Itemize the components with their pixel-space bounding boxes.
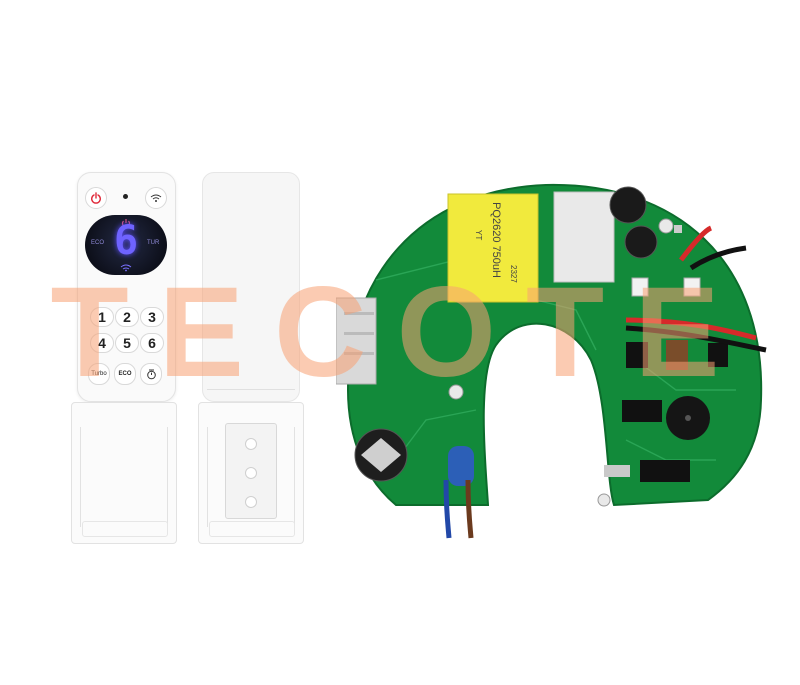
key-2[interactable]: 2 <box>115 307 139 327</box>
timer-icon <box>146 369 156 379</box>
connector-1 <box>631 277 649 297</box>
rf-module <box>640 460 690 482</box>
wire-black-mid <box>625 325 767 353</box>
crystal <box>604 465 630 477</box>
ic-4 <box>622 400 662 422</box>
screw-hole <box>245 438 257 450</box>
mount-hole-2 <box>448 384 464 400</box>
pin-headers <box>344 312 374 355</box>
wifi-button[interactable] <box>145 187 167 209</box>
ic-1 <box>626 342 648 368</box>
pcb-board: PQ2620 750uH YT 2327 <box>336 183 767 539</box>
ic-3 <box>708 343 728 367</box>
indicator-led <box>123 194 128 199</box>
mount-hole-1 <box>658 218 674 234</box>
wire-blue <box>443 479 452 539</box>
display-digit: 6 <box>113 218 139 264</box>
transformer-label: PQ2620 750uH <box>490 202 502 278</box>
turbo-button[interactable]: Turbo <box>88 363 110 385</box>
key-6[interactable]: 6 <box>140 333 164 353</box>
transformer: PQ2620 750uH YT 2327 <box>447 193 539 303</box>
key-3[interactable]: 3 <box>140 307 164 327</box>
standby-icon <box>121 219 131 228</box>
display-eco-label: ECO <box>91 240 105 246</box>
wire-brown <box>465 479 474 539</box>
wifi-icon <box>150 194 162 202</box>
heatsink-left <box>336 297 377 385</box>
eco-button[interactable]: ECO <box>114 363 136 385</box>
wire-red-top <box>679 225 713 262</box>
power-icon <box>91 192 101 204</box>
capacitor-1 <box>609 186 647 224</box>
mount-hole-3 <box>597 493 611 507</box>
timer-button[interactable] <box>140 363 162 385</box>
power-button[interactable] <box>85 187 107 209</box>
led-display: 6 ECO TUR <box>85 215 167 275</box>
key-5[interactable]: 5 <box>115 333 139 353</box>
key-4[interactable]: 4 <box>90 333 114 353</box>
connector-2 <box>683 277 701 297</box>
capacitor-top-vent <box>361 438 401 472</box>
back-cover-edge <box>207 389 295 396</box>
key-1[interactable]: 1 <box>90 307 114 327</box>
transformer-code: 2327 <box>509 265 518 283</box>
screw-hole <box>245 467 257 479</box>
wire-red-mid <box>625 317 757 341</box>
transformer-sub: YT <box>474 230 483 240</box>
heatsink-top <box>553 191 615 283</box>
remote-control-front: 6 ECO TUR 1 2 3 4 5 6 Turbo ECO <box>77 172 176 402</box>
wall-holder-back <box>198 402 304 544</box>
capacitor-2 <box>624 225 658 259</box>
film-capacitor <box>448 446 474 486</box>
display-turbo-label: TUR <box>147 240 160 246</box>
wire-black-top <box>689 245 747 271</box>
ic-2 <box>666 340 688 370</box>
mounting-plate <box>225 423 277 519</box>
wall-holder-front <box>71 402 177 544</box>
signal-icon <box>120 264 132 272</box>
remote-control-back <box>202 172 300 402</box>
screw-hole <box>245 496 257 508</box>
